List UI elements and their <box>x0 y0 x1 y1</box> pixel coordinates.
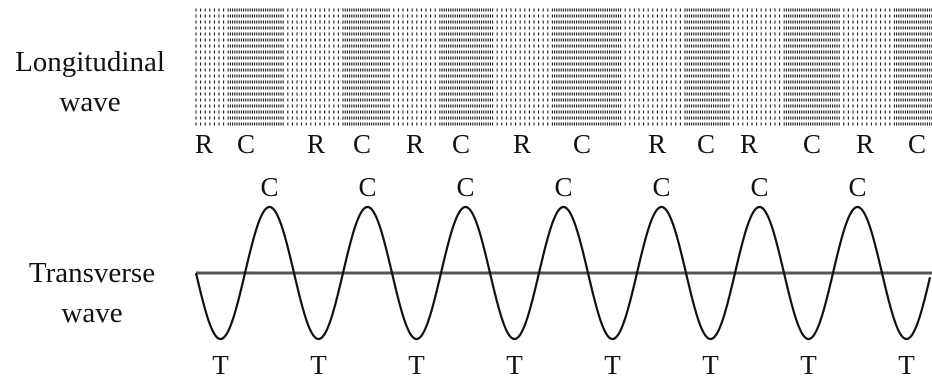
crest-label: C <box>456 172 474 202</box>
longitudinal-label-line1: Longitudinal <box>15 46 165 78</box>
crest-label: C <box>358 172 376 202</box>
compression-marker: C <box>908 129 926 159</box>
trough-label: T <box>408 350 425 377</box>
compression-marker: C <box>573 129 591 159</box>
compression-marker: C <box>697 129 715 159</box>
trough-label: T <box>506 350 523 377</box>
trough-label: T <box>702 350 719 377</box>
trough-label: T <box>212 350 229 377</box>
trough-label: T <box>898 350 915 377</box>
rarefaction-marker: R <box>513 129 531 159</box>
rarefaction-marker: R <box>648 129 666 159</box>
rarefaction-marker: R <box>406 129 424 159</box>
crest-label: C <box>554 172 572 202</box>
crest-label: C <box>750 172 768 202</box>
crest-label: C <box>652 172 670 202</box>
transverse-wave-curve <box>194 205 932 341</box>
crest-label: C <box>848 172 866 202</box>
longitudinal-wave-label: Longitudinal wave <box>0 42 180 122</box>
crest-label: C <box>260 172 278 202</box>
compression-marker: C <box>353 129 371 159</box>
rarefaction-marker: R <box>195 129 213 159</box>
transverse-wave-label: Transverse wave <box>2 253 182 333</box>
transverse-label-line2: wave <box>61 297 123 329</box>
longitudinal-wave-particles <box>195 8 932 126</box>
compression-marker: C <box>237 129 255 159</box>
compression-marker: C <box>452 129 470 159</box>
rarefaction-marker: R <box>307 129 325 159</box>
trough-label: T <box>310 350 327 377</box>
rarefaction-marker: R <box>740 129 758 159</box>
trough-label: T <box>800 350 817 377</box>
rarefaction-marker: R <box>856 129 874 159</box>
longitudinal-label-line2: wave <box>59 86 121 118</box>
transverse-label-line1: Transverse <box>28 257 156 289</box>
trough-label: T <box>604 350 621 377</box>
compression-marker: C <box>803 129 821 159</box>
